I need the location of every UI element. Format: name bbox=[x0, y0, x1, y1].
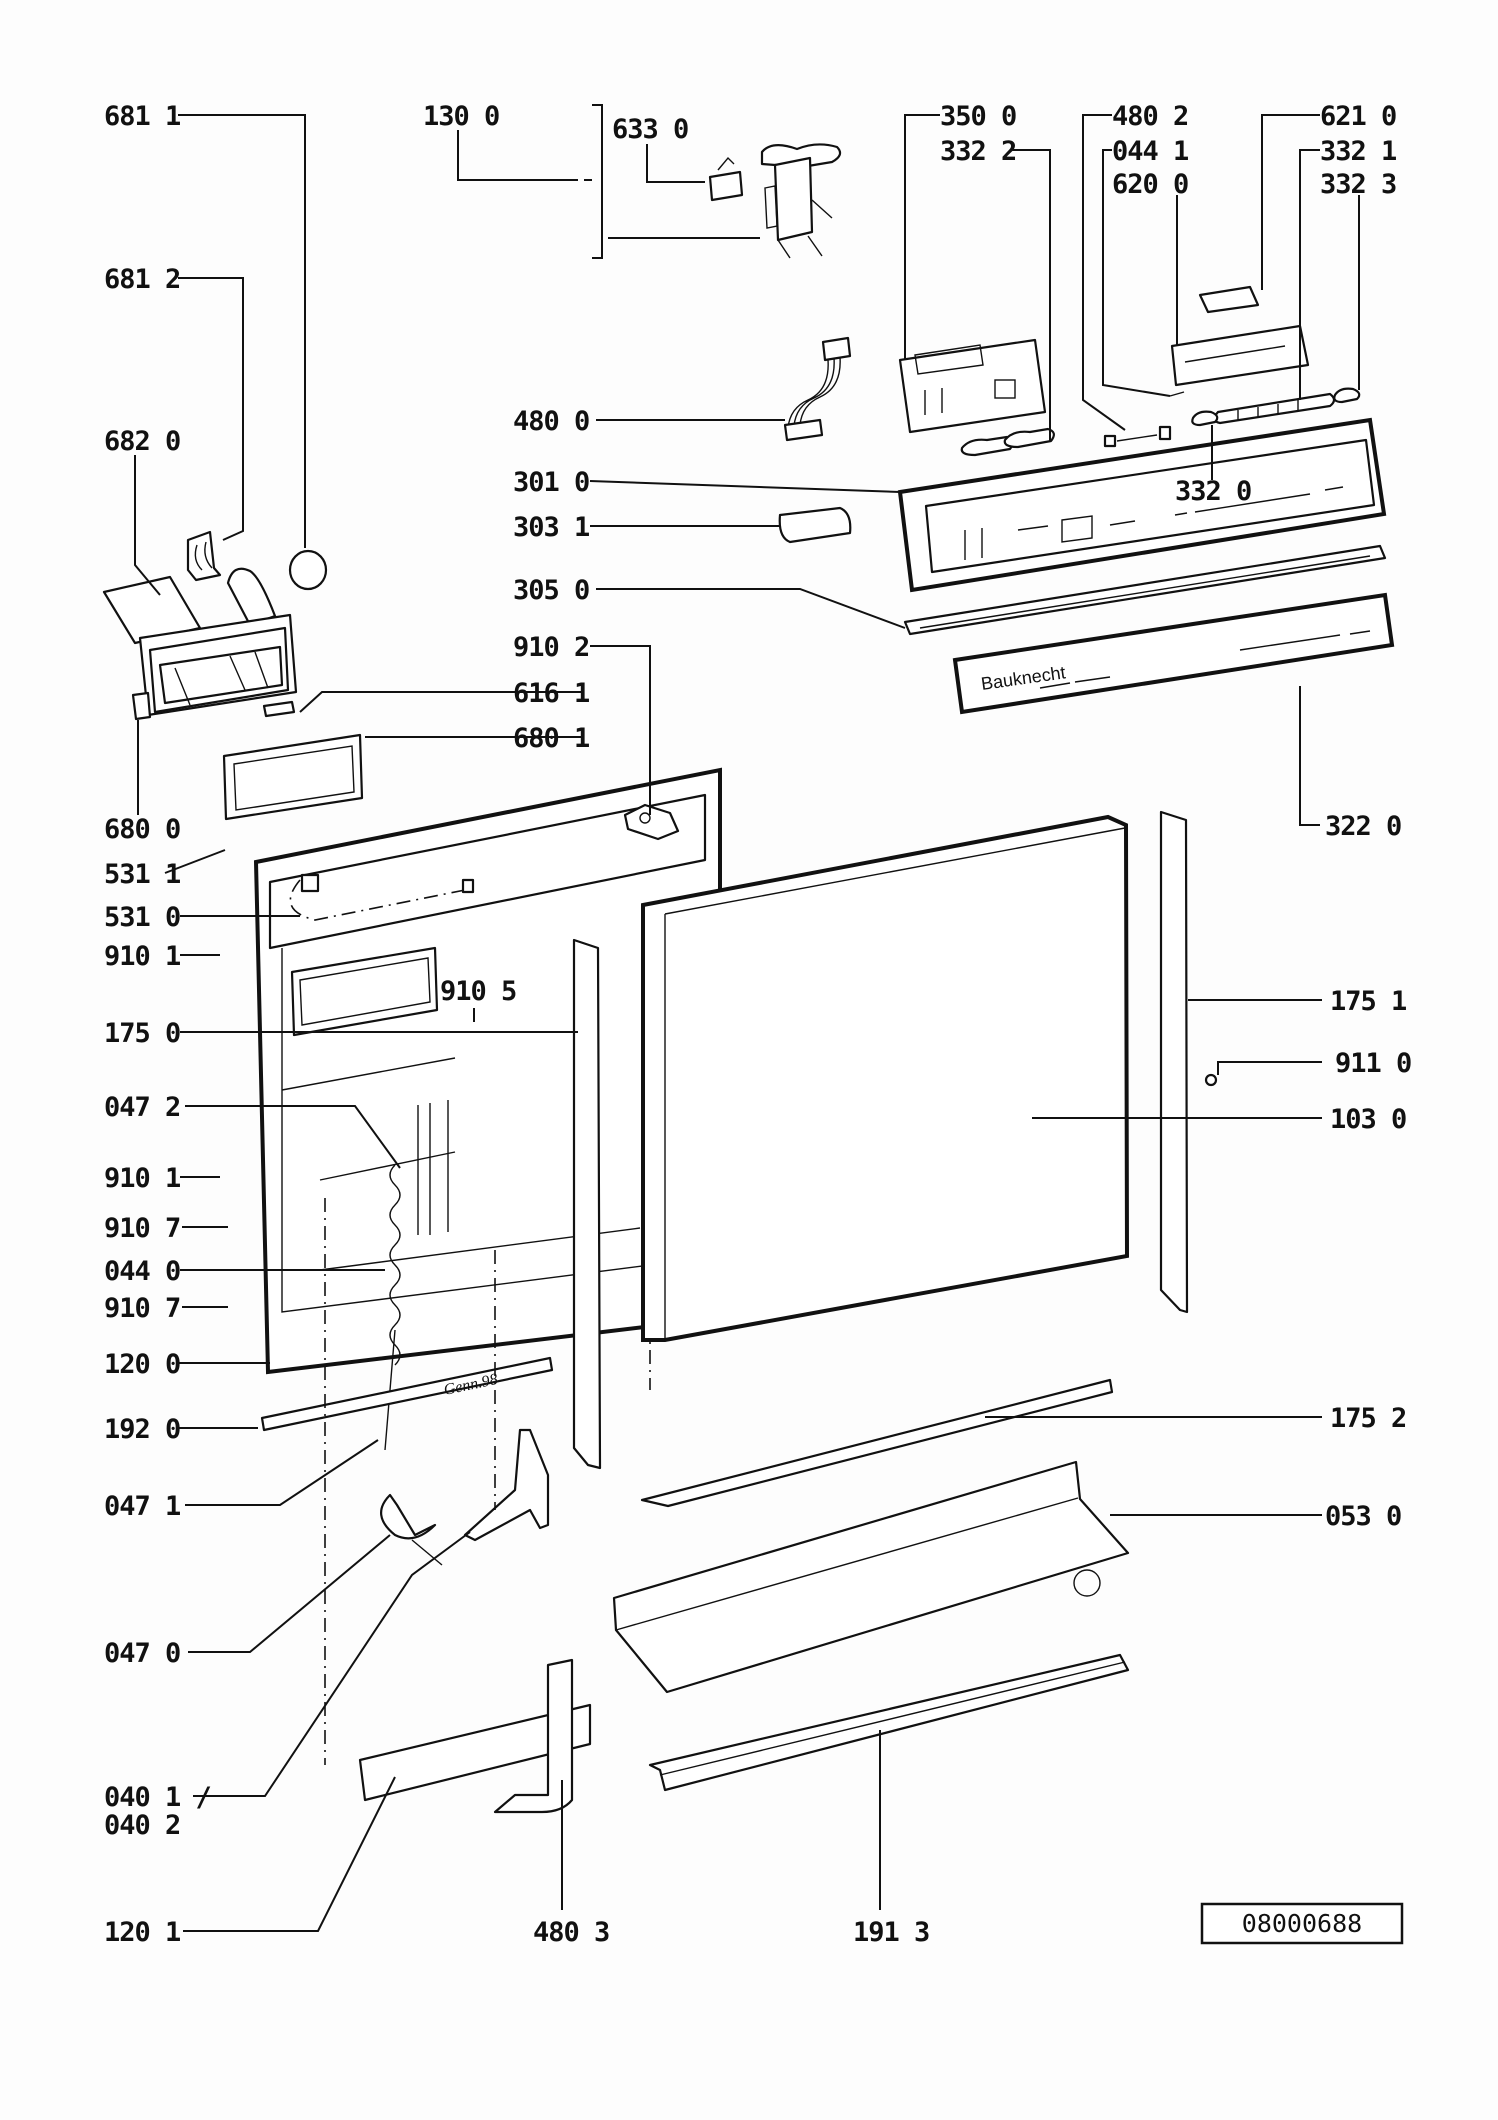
label-120-0: 120 0 bbox=[104, 1349, 180, 1380]
label-616-1: 616 1 bbox=[513, 678, 589, 709]
label-480-2: 480 2 bbox=[1112, 101, 1188, 132]
label-175-0: 175 0 bbox=[104, 1018, 180, 1049]
label-332-1: 332 1 bbox=[1320, 136, 1396, 167]
label-120-1: 120 1 bbox=[104, 1917, 180, 1948]
label-332-2: 332 2 bbox=[940, 136, 1016, 167]
label-910-2: 910 2 bbox=[513, 632, 589, 663]
part-680-1-gasket bbox=[222, 733, 364, 821]
part-labels: 681 1 681 2 682 0 130 0 633 0 350 0 332 … bbox=[104, 101, 1412, 1948]
label-130-0: 130 0 bbox=[423, 101, 499, 132]
label-910-1-b: 910 1 bbox=[104, 1163, 180, 1194]
part-047-0-bracket bbox=[380, 1493, 443, 1566]
part-120-0-inner-door bbox=[253, 767, 722, 1375]
label-103-0: 103 0 bbox=[1330, 1104, 1406, 1135]
part-531-0-cable bbox=[289, 873, 475, 921]
label-191-3: 191 3 bbox=[853, 1917, 929, 1948]
label-047-2: 047 2 bbox=[104, 1092, 180, 1123]
label-047-0: 047 0 bbox=[104, 1638, 180, 1669]
label-531-0: 531 0 bbox=[104, 902, 180, 933]
drawing-number: 08000688 bbox=[1242, 1909, 1362, 1938]
label-531-1: 531 1 bbox=[104, 859, 180, 890]
label-680-1: 680 1 bbox=[513, 723, 589, 754]
part-130-0-lock bbox=[760, 143, 842, 259]
label-350-0: 350 0 bbox=[940, 101, 1016, 132]
leader-lines bbox=[134, 104, 1360, 1932]
label-910-7-b: 910 7 bbox=[104, 1293, 180, 1324]
part-332-3-button bbox=[1333, 387, 1361, 404]
part-332-0-button bbox=[1191, 410, 1219, 427]
label-911-0: 911 0 bbox=[1335, 1048, 1411, 1079]
label-332-3: 332 3 bbox=[1320, 169, 1396, 200]
label-910-7-a: 910 7 bbox=[104, 1213, 180, 1244]
label-910-1-a: 910 1 bbox=[104, 941, 180, 972]
label-047-1: 047 1 bbox=[104, 1491, 180, 1522]
part-480-3-bracket bbox=[493, 1658, 574, 1814]
part-350-0-control-board bbox=[898, 338, 1047, 434]
label-175-2: 175 2 bbox=[1330, 1403, 1406, 1434]
label-044-0: 044 0 bbox=[104, 1256, 180, 1287]
label-621-0: 621 0 bbox=[1320, 101, 1396, 132]
part-911-0-screw bbox=[1204, 1073, 1218, 1087]
label-175-1: 175 1 bbox=[1330, 986, 1406, 1017]
part-480-2-cable bbox=[1103, 425, 1172, 448]
part-305-0-strip bbox=[903, 544, 1387, 636]
part-303-1-cover bbox=[778, 506, 852, 544]
part-175-0-gasket-window bbox=[290, 946, 439, 1037]
part-616-1-clip bbox=[262, 700, 296, 718]
part-621-0-module bbox=[1198, 285, 1260, 314]
part-480-0-harness bbox=[783, 336, 852, 442]
part-040-1-hinge-bracket bbox=[463, 1428, 550, 1542]
label-192-0: 192 0 bbox=[104, 1414, 180, 1445]
label-044-1: 044 1 bbox=[1112, 136, 1188, 167]
label-305-0: 305 0 bbox=[513, 575, 589, 606]
part-175-1-side-strip bbox=[1159, 810, 1189, 1314]
label-681-2: 681 2 bbox=[104, 264, 180, 295]
part-681-2-clip bbox=[186, 530, 222, 582]
part-322-0-fascia: Bauknecht bbox=[952, 592, 1395, 715]
label-910-5: 910 5 bbox=[440, 976, 516, 1007]
label-322-0: 322 0 bbox=[1325, 811, 1401, 842]
label-332-0: 332 0 bbox=[1175, 476, 1251, 507]
part-175-2-bottom-trim bbox=[640, 1378, 1114, 1508]
part-120-1-kickplate bbox=[358, 1703, 592, 1802]
label-681-1: 681 1 bbox=[104, 101, 180, 132]
label-620-0: 620 0 bbox=[1112, 169, 1188, 200]
label-301-0: 301 0 bbox=[513, 467, 589, 498]
label-682-0: 682 0 bbox=[104, 426, 180, 457]
label-040-2: 040 2 bbox=[104, 1810, 180, 1841]
part-301-0-control-panel bbox=[897, 417, 1387, 593]
part-191-3-seal bbox=[648, 1653, 1130, 1792]
label-040-1: 040 1 / bbox=[104, 1782, 211, 1813]
part-053-0-plinth bbox=[612, 1460, 1130, 1694]
label-303-1: 303 1 bbox=[513, 512, 589, 543]
part-044-0-spring bbox=[384, 1164, 401, 1451]
part-047-2-channel bbox=[417, 1100, 449, 1235]
label-480-0: 480 0 bbox=[513, 406, 589, 437]
label-633-0: 633 0 bbox=[612, 114, 688, 145]
label-053-0: 053 0 bbox=[1325, 1501, 1401, 1532]
part-044-1-connector bbox=[1169, 391, 1185, 397]
part-620-0-program-selector bbox=[1170, 324, 1310, 387]
part-681-1-cap bbox=[288, 549, 328, 591]
label-680-0: 680 0 bbox=[104, 814, 180, 845]
part-175-0-side-strip bbox=[572, 938, 602, 1470]
part-680-0-dispenser bbox=[102, 567, 298, 721]
drawing-number-box: 08000688 bbox=[1200, 1902, 1404, 1945]
label-480-3: 480 3 bbox=[533, 1917, 609, 1948]
part-103-0-front-panel bbox=[641, 814, 1130, 1342]
part-633-0-microswitch bbox=[708, 156, 744, 202]
part-332-1-button-strip bbox=[1213, 392, 1336, 425]
part-910-2-hinge bbox=[623, 803, 680, 841]
part-192-0-rail bbox=[260, 1356, 554, 1432]
part-332-2-buttons bbox=[960, 427, 1055, 457]
